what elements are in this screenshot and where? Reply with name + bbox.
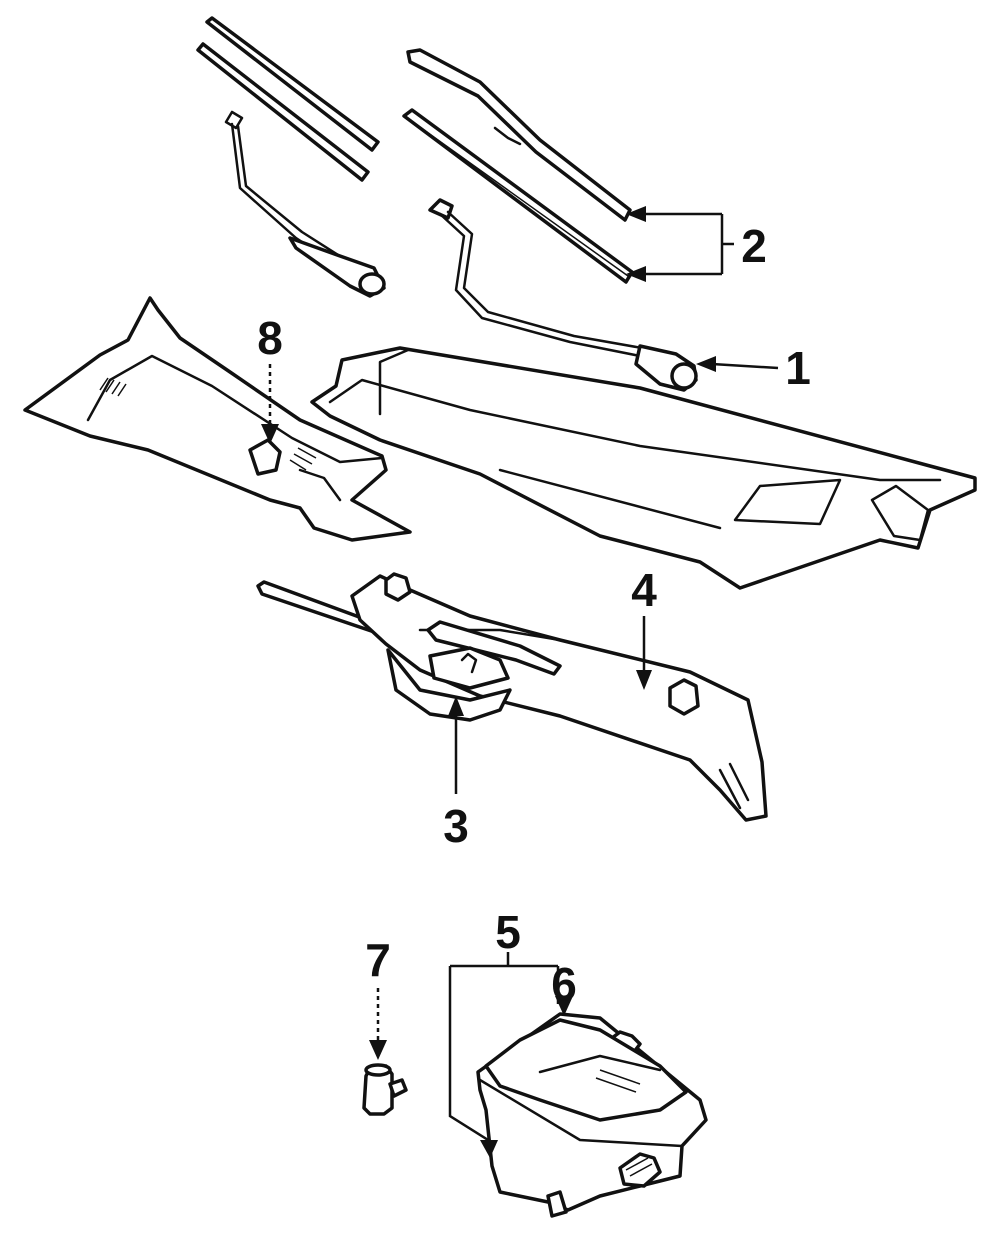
callout-3: 3 xyxy=(443,800,469,852)
left-cowl-panel xyxy=(23,296,412,542)
callout-6: 6 xyxy=(551,958,577,1010)
callout-1: 1 xyxy=(785,342,811,394)
left-wiper-blade xyxy=(196,16,380,182)
callout-4: 4 xyxy=(631,564,657,616)
left-wiper-arm xyxy=(224,110,386,298)
right-cowl-panel xyxy=(310,346,977,590)
callout-8: 8 xyxy=(257,312,283,364)
wiper-linkage-assembly xyxy=(256,572,768,822)
washer-reservoir-cap xyxy=(484,1018,688,1122)
right-wiper-blade xyxy=(402,48,634,284)
washer-pump xyxy=(362,1063,408,1116)
right-wiper-arm xyxy=(428,198,698,392)
leader-lines xyxy=(261,206,779,1158)
callout-labels: 1 2 3 4 5 6 7 8 xyxy=(257,220,811,1010)
callout-5: 5 xyxy=(495,906,521,958)
callout-2: 2 xyxy=(741,220,767,272)
callout-7: 7 xyxy=(365,934,391,986)
